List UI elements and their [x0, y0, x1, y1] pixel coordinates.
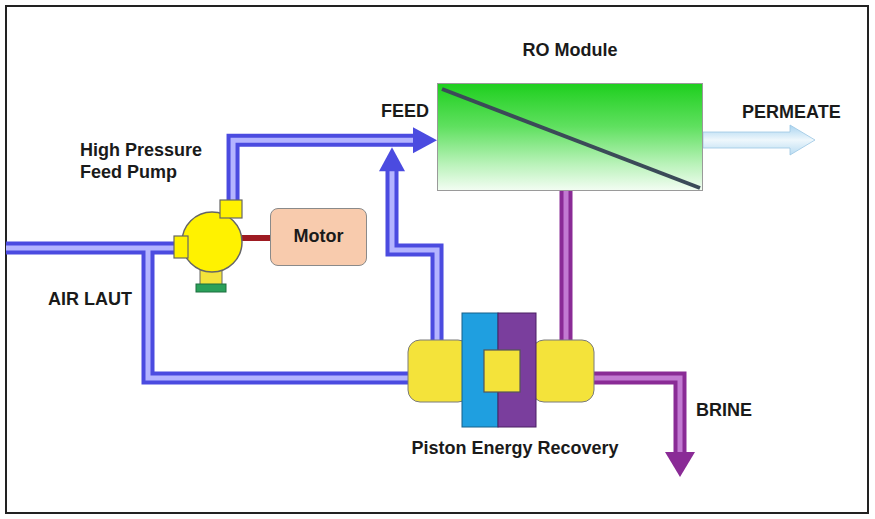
energy-recovery-unit: Piston Energy Recovery: [395, 312, 635, 467]
unit-label: High Pressure Feed Pump: [80, 140, 220, 183]
stream-label-holder: AIR LAUT: [48, 289, 132, 311]
unit-label: Piston Energy Recovery: [395, 438, 635, 460]
piston-core: [484, 350, 520, 392]
membrane-box: [437, 83, 703, 191]
pipe-connector: [233, 127, 437, 200]
stream-label: BRINE: [696, 400, 752, 422]
unit-label: RO Module: [437, 40, 703, 62]
motor-box: Motor: [270, 208, 367, 266]
flow-label: FEED: [381, 101, 429, 123]
pump-outlet: [220, 200, 242, 218]
arrow-head: [413, 127, 437, 153]
stream-label-holder: PERMEATE: [742, 102, 841, 124]
ro-module: RO Module: [437, 40, 703, 192]
pump-symbol: [178, 200, 242, 300]
pipe-outer: [242, 235, 270, 241]
pump-inlet: [174, 236, 188, 258]
pump-body: [178, 200, 242, 300]
membrane-line: [442, 89, 700, 188]
piston-housing: [408, 340, 594, 402]
box-label: Motor: [294, 226, 344, 248]
pipe-connector: [566, 191, 567, 340]
arrow-head: [665, 452, 695, 477]
pipe-outer: [560, 191, 573, 340]
pipe-inner: [564, 191, 569, 340]
stream-label-holder: BRINE: [696, 400, 752, 422]
arrow-head: [379, 147, 405, 171]
frame-border: [6, 6, 868, 513]
pipe-connector: [379, 147, 437, 340]
piston-symbol: [408, 340, 594, 402]
pump-unit: High Pressure Feed Pump: [75, 135, 245, 300]
flow-label-holder: FEED: [381, 101, 429, 123]
stream-label: PERMEATE: [742, 102, 841, 124]
pipe-connector: [242, 238, 270, 239]
cylinder-right: [532, 340, 594, 402]
pipe-outer: [392, 170, 437, 340]
pump-casing: [182, 212, 242, 272]
pump-base: [196, 284, 226, 292]
permeate-arrow: [703, 125, 815, 155]
brine-pipe: [592, 378, 695, 477]
cylinder-left: [408, 340, 470, 402]
stream-label: AIR LAUT: [48, 289, 132, 311]
pipe-inner: [392, 170, 437, 340]
membrane-symbol: [438, 84, 704, 192]
